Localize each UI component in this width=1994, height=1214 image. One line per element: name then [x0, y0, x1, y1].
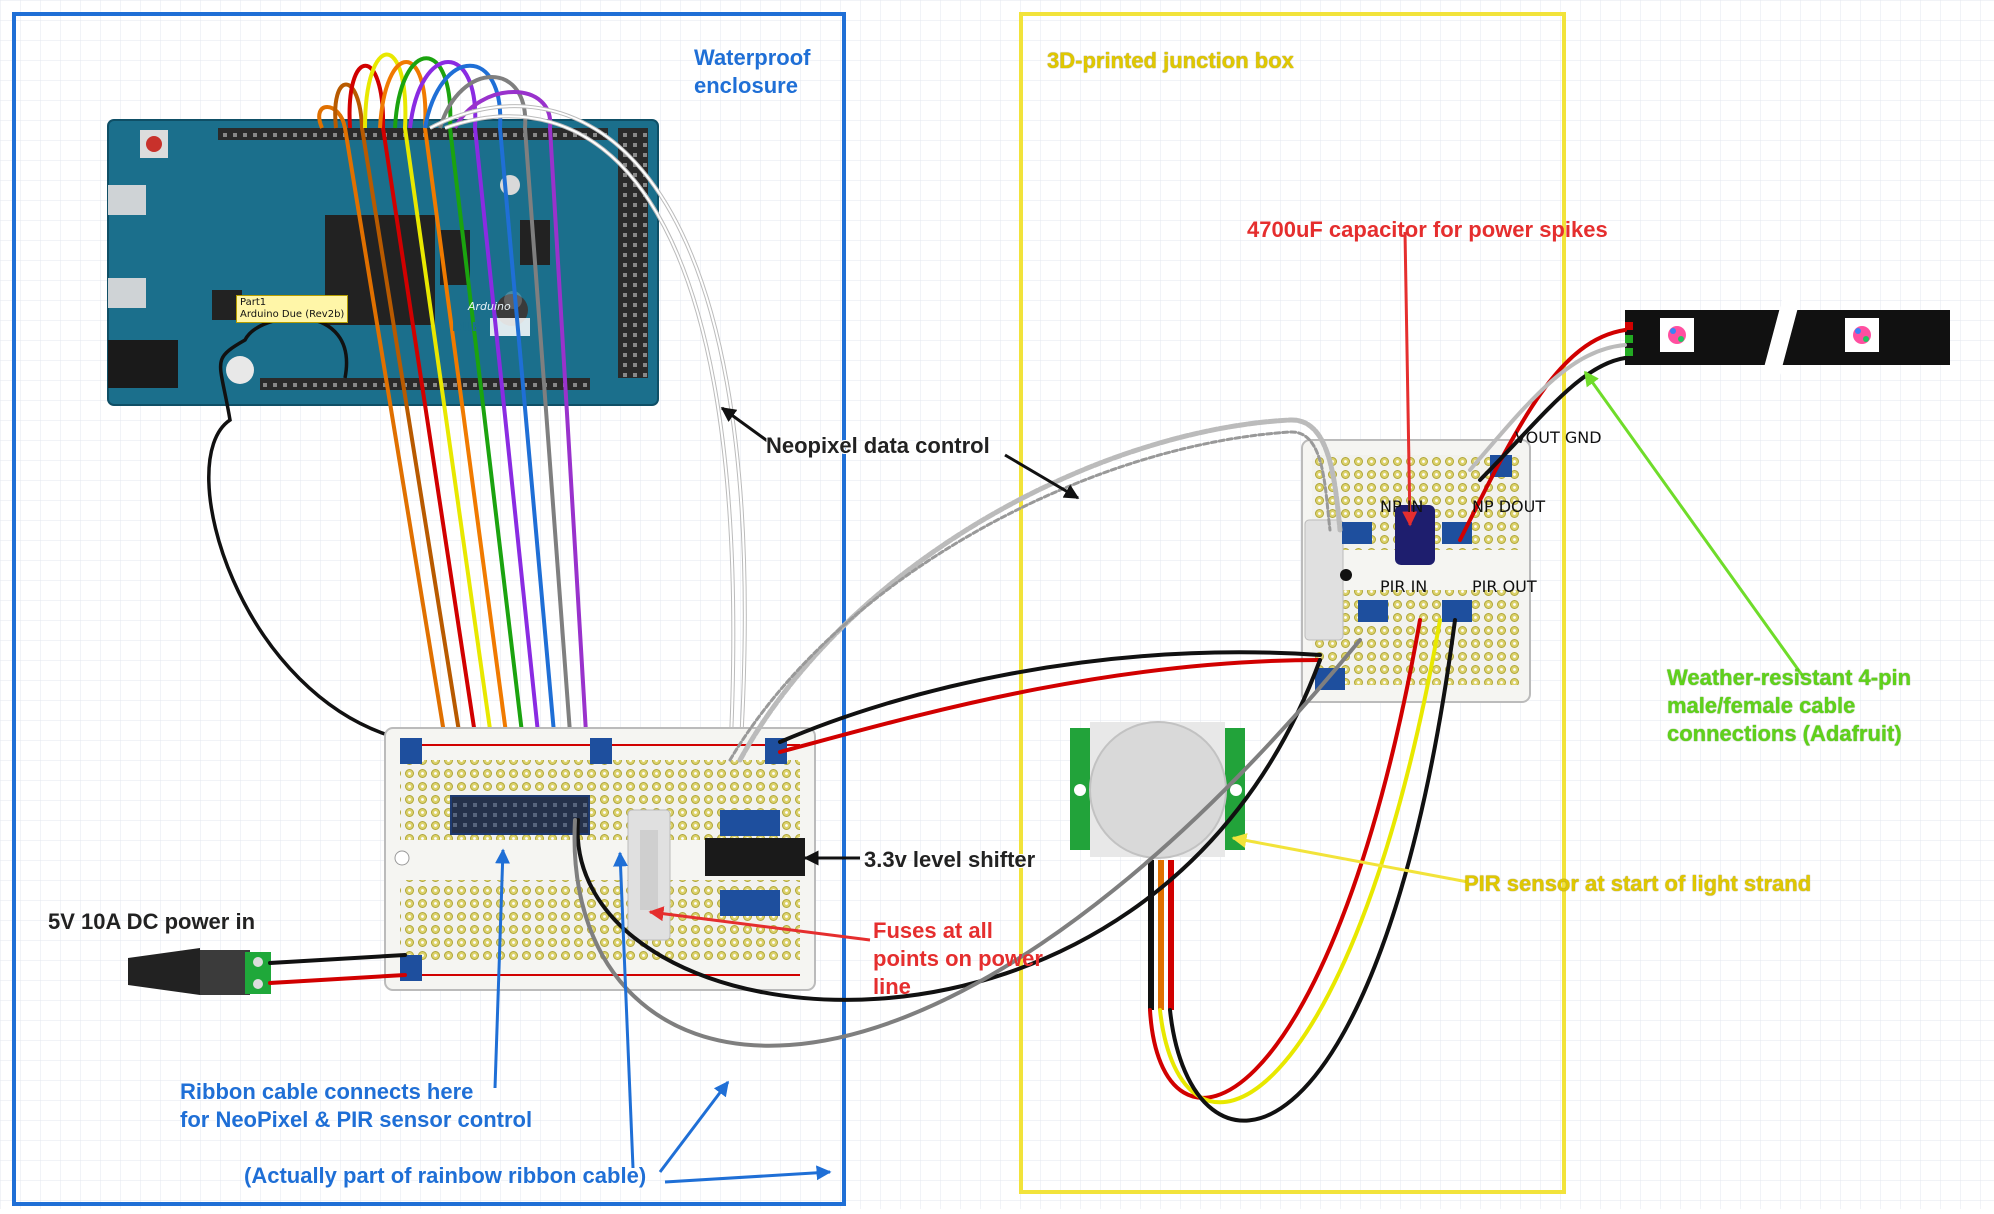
weather-cable-label: Weather-resistant 4-pin male/female cabl… [1667, 665, 1912, 746]
arduino-part-tag: Part1 Arduino Due (Rev2b) [236, 295, 349, 323]
arduino-part-name: Part1 [240, 297, 267, 308]
neopixel-data-label: Neopixel data control [766, 433, 990, 458]
pir-sensor-label: PIR sensor at start of light strand [1464, 871, 1812, 896]
junction-box-outline [1019, 12, 1566, 1194]
vout-gnd-label: VOUT GND [1515, 428, 1602, 447]
rainbow-cable-label: (Actually part of rainbow ribbon cable) [244, 1163, 647, 1188]
power-and-signal-wires [268, 328, 1627, 1123]
capacitor-label: 4700uF capacitor for power spikes [1247, 217, 1608, 242]
power-in-label: 5V 10A DC power in [48, 909, 256, 934]
arduino-part-model: Arduino Due (Rev2b) [240, 309, 345, 320]
main-perma-proto-board [384, 727, 816, 991]
arduino-brand-text: Arduino [468, 300, 511, 313]
arduino-model-text: DUE [452, 320, 480, 334]
waterproof-enclosure-label: Waterproof enclosure [694, 45, 811, 98]
junction-box-label: 3D-printed junction box [1047, 48, 1294, 73]
ribbon-cable-label: Ribbon cable connects here for NeoPixel … [180, 1079, 533, 1132]
dc-power-jack [128, 948, 271, 995]
level-shifter-label: 3.3v level shifter [864, 847, 1036, 872]
pir-out-label: PIR OUT [1472, 577, 1537, 596]
neopixel-led-strip [1625, 300, 1950, 375]
pir-in-label: PIR IN [1380, 577, 1428, 596]
annotation-arrows [493, 231, 1804, 1184]
waterproof-enclosure-box [12, 12, 846, 1206]
np-in-label: NP IN [1380, 497, 1424, 516]
pir-sensor [1070, 721, 1245, 1010]
junction-perma-proto-board [1301, 439, 1531, 703]
np-dout-label: NP DOUT [1472, 497, 1546, 516]
fuses-label: Fuses at all points on power line [873, 918, 1043, 999]
